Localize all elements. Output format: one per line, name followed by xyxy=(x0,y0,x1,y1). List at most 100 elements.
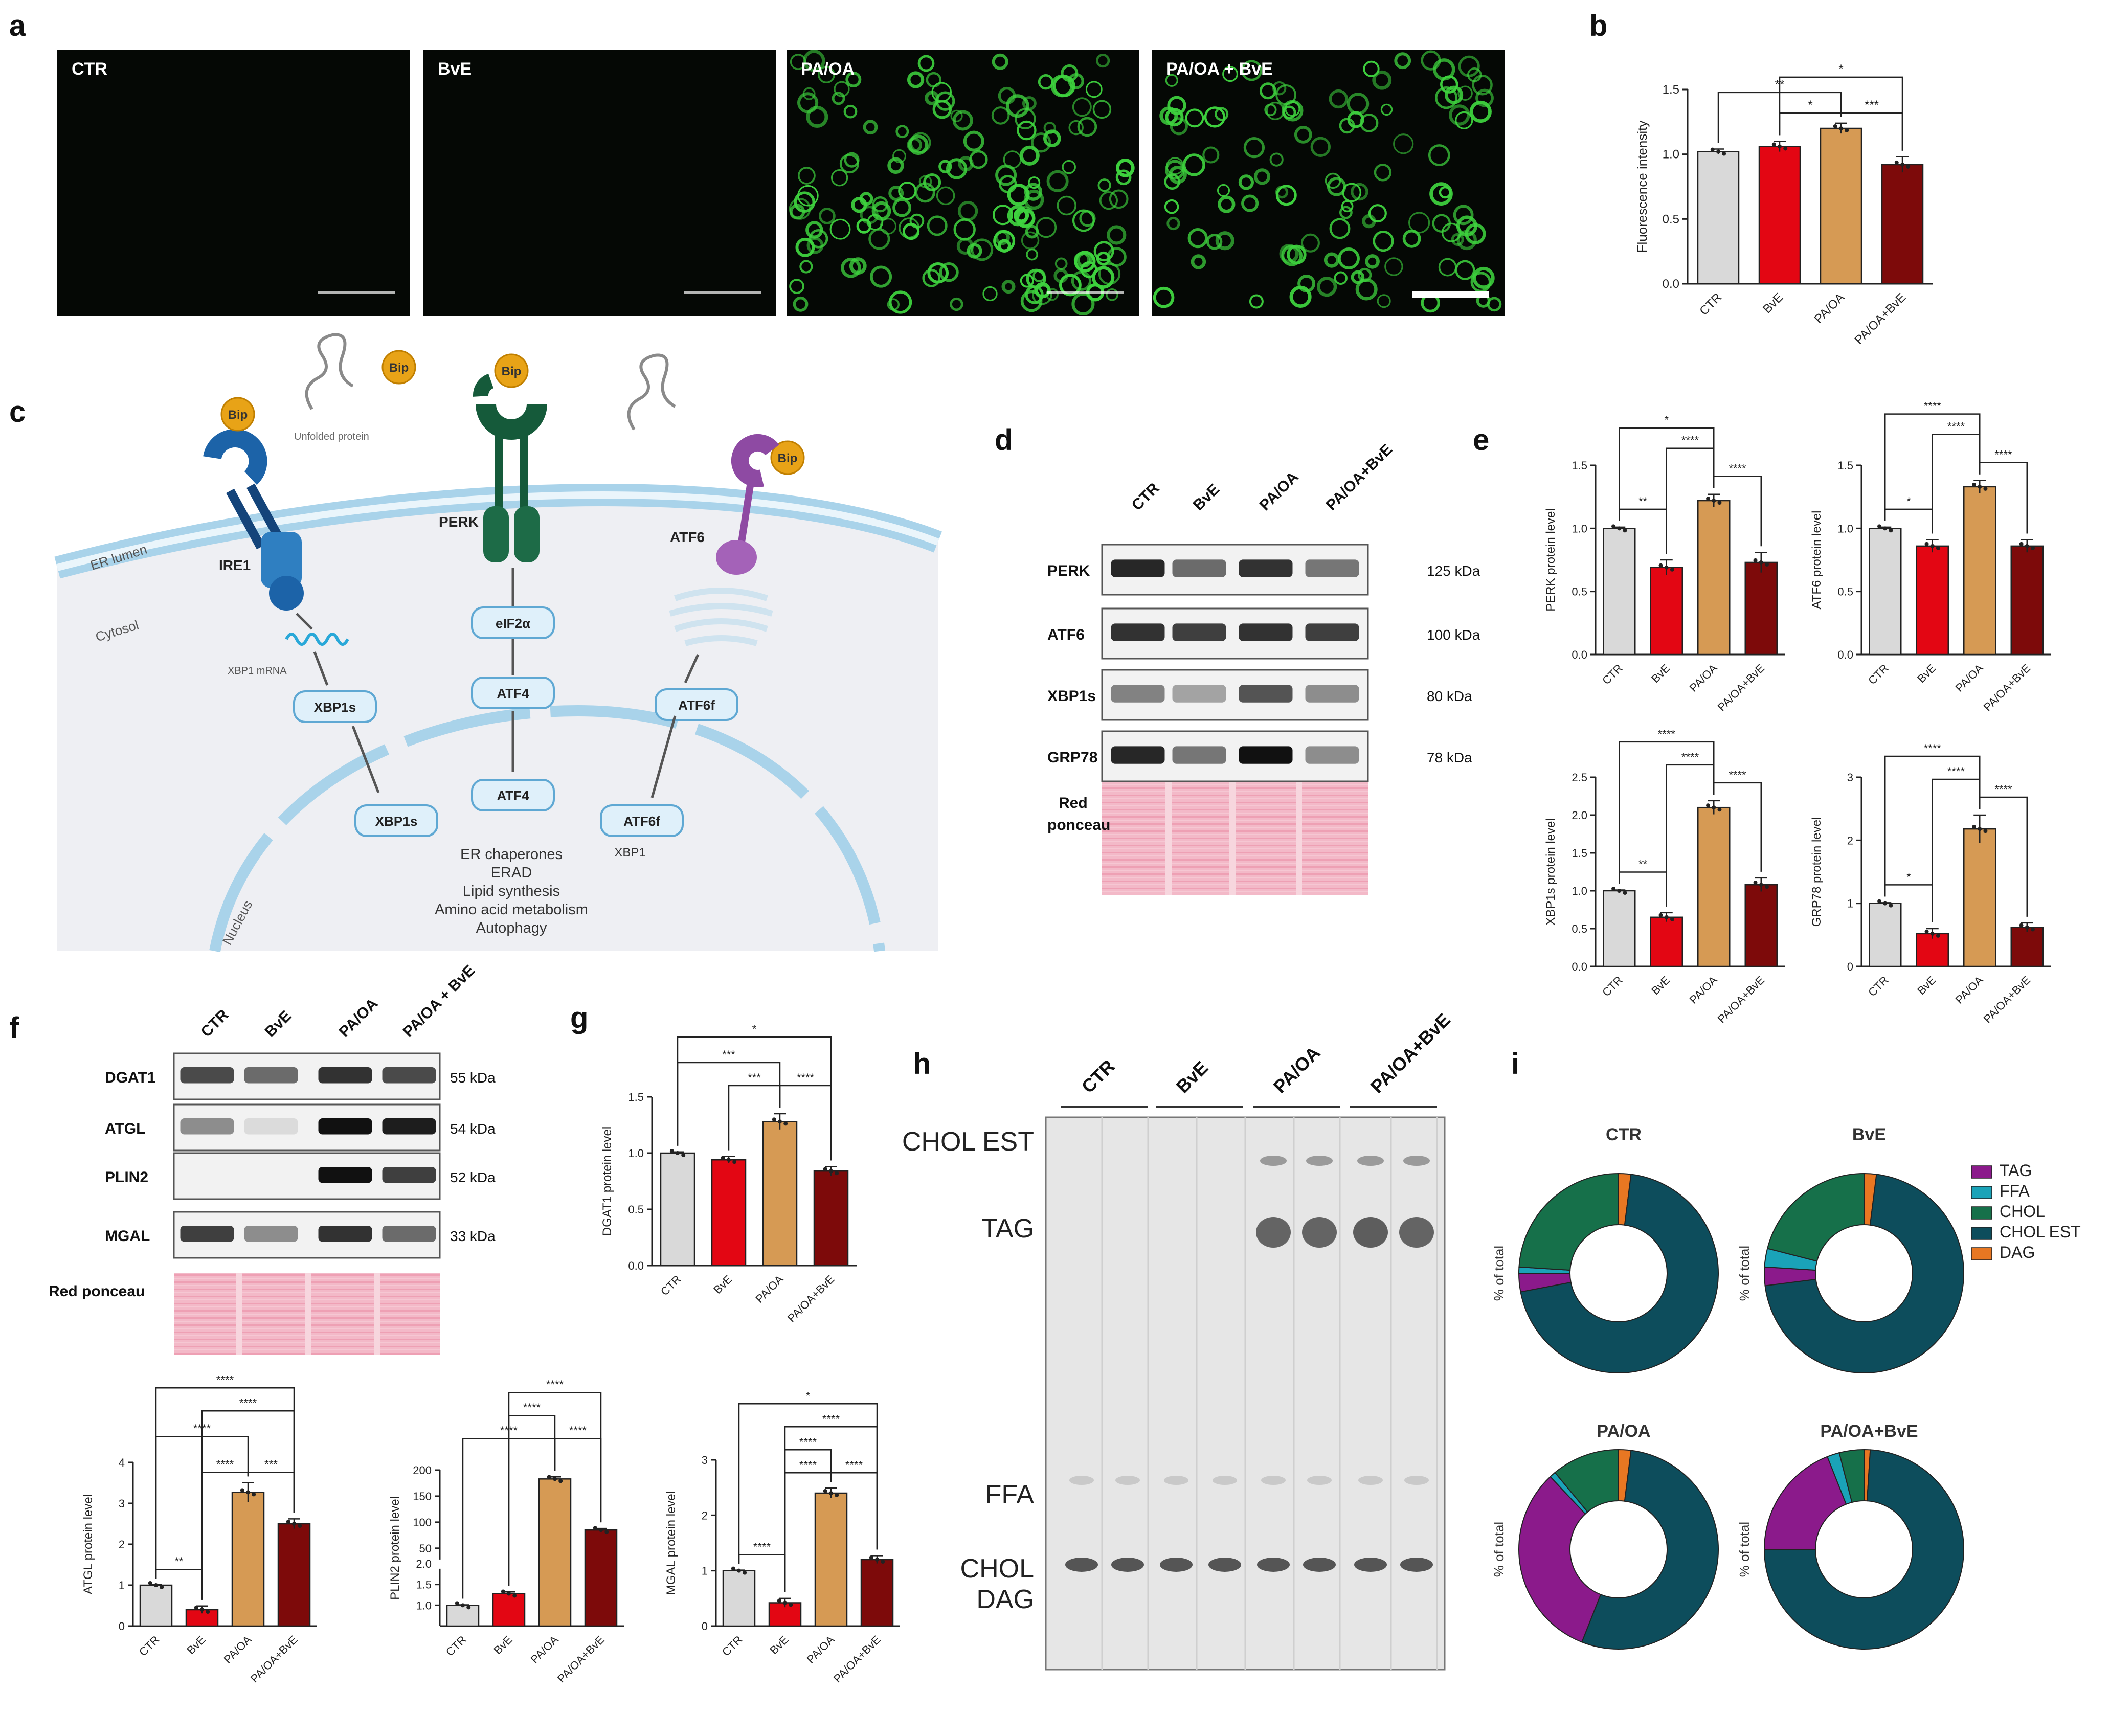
y-tick-label: 0.0 xyxy=(1663,277,1679,291)
cell-fluorescence xyxy=(1458,55,1480,77)
er-membrane-inner xyxy=(56,491,939,571)
cell-fluorescence xyxy=(1043,129,1061,148)
bar xyxy=(1603,890,1636,967)
y-tick-label: 2.5 xyxy=(1572,771,1587,784)
y-tick-label: 3 xyxy=(702,1454,708,1467)
nuclear-envelope xyxy=(209,705,885,953)
significance-label: **** xyxy=(1729,769,1746,781)
significance-bracket xyxy=(677,1036,832,1161)
panel-letter-f: f xyxy=(9,1011,19,1045)
protein-band xyxy=(1172,746,1226,764)
cell-fluorescence xyxy=(1465,223,1486,244)
y-tick-label: 1.5 xyxy=(1663,83,1679,97)
data-point xyxy=(240,1488,244,1493)
data-point xyxy=(1983,486,1988,491)
cell-fluorescence xyxy=(1107,225,1127,245)
data-point xyxy=(599,1528,603,1532)
microscopy-image: PA/OA xyxy=(787,50,1139,316)
donut-title: BvE xyxy=(1852,1125,1886,1144)
axis-break xyxy=(434,1559,628,1569)
y-axis-label: Fluorescence intensity xyxy=(1634,121,1650,253)
cell-fluorescence xyxy=(1077,117,1097,137)
data-point xyxy=(512,1593,517,1598)
bar xyxy=(660,1152,695,1267)
cell-fluorescence xyxy=(1269,152,1284,167)
cell-fluorescence xyxy=(1166,216,1180,231)
donut-title: PA/OA+BvE xyxy=(1820,1422,1918,1441)
x-tick-label: PA/OA+BvE xyxy=(1981,662,2033,714)
data-point xyxy=(252,1492,256,1497)
cell-fluorescence xyxy=(1169,165,1187,184)
atf6-label: ATF6 xyxy=(670,529,705,545)
data-point xyxy=(1839,126,1843,130)
data-point xyxy=(721,1156,725,1160)
target-gene-label: Lipid synthesis xyxy=(463,883,560,899)
data-point xyxy=(200,1608,204,1612)
y-tick-label: 0.5 xyxy=(1663,212,1679,226)
data-point xyxy=(1712,805,1716,810)
cell-fluorescence xyxy=(1339,118,1355,134)
y-tick-label: 1 xyxy=(1847,897,1853,910)
target-gene-label: Amino acid metabolism xyxy=(435,901,588,918)
data-point xyxy=(1611,524,1616,529)
data-point xyxy=(1706,803,1711,808)
y-axis-label: DGAT1 protein level xyxy=(600,1126,614,1236)
node-label: ATF6f xyxy=(623,814,660,829)
cell-fluorescence xyxy=(1435,86,1458,109)
data-point xyxy=(1759,560,1763,565)
y-tick-label: 0.0 xyxy=(1572,960,1587,973)
data-point xyxy=(553,1477,557,1481)
x-tick-label: PA/OA+BvE xyxy=(831,1633,883,1685)
bar xyxy=(1916,933,1949,967)
target-gene-label: ERAD xyxy=(491,865,532,881)
bar xyxy=(492,1593,526,1627)
data-point xyxy=(1716,149,1720,154)
cell-fluorescence xyxy=(887,298,900,311)
chol-band xyxy=(1354,1558,1387,1572)
cell-fluorescence xyxy=(1003,150,1022,169)
data-point xyxy=(1845,128,1849,132)
cell-fluorescence xyxy=(1457,85,1473,101)
data-point xyxy=(1889,528,1893,533)
cell-fluorescence xyxy=(868,228,890,250)
data-point xyxy=(2025,925,2029,930)
cell-fluorescence xyxy=(793,296,809,312)
legend-label: CHOL xyxy=(2000,1202,2045,1221)
lane-label: PA/OA xyxy=(336,995,381,1041)
pathway-arrows xyxy=(296,568,700,798)
cell-fluorescence xyxy=(789,279,804,294)
unfolded-protein-label: Unfolded protein xyxy=(294,431,369,442)
upr-node: XBP1s xyxy=(354,804,438,837)
data-point xyxy=(558,1479,563,1483)
y-tick-label: 1.5 xyxy=(1572,847,1587,860)
protein-label: ATGL xyxy=(105,1120,145,1137)
ponceau-label: Red ponceau xyxy=(49,1283,145,1300)
y-tick-label: 0.5 xyxy=(1572,922,1587,935)
data-point xyxy=(835,1171,839,1176)
cell-fluorescence xyxy=(1339,206,1353,219)
cell-fluorescence xyxy=(819,207,836,224)
unfolded-protein-icon xyxy=(305,333,354,410)
data-point xyxy=(1936,546,1940,550)
significance-label: **** xyxy=(569,1424,587,1437)
significance-label: **** xyxy=(239,1396,257,1409)
donut-axis-label: % of total xyxy=(1737,1522,1752,1577)
x-tick-label: CTR xyxy=(1866,974,1891,999)
lane-label: PA/OA xyxy=(1269,1042,1325,1097)
cell-fluorescence xyxy=(797,92,819,114)
cell-fluorescence xyxy=(1300,233,1320,253)
donut-slice xyxy=(1764,1174,1964,1373)
significance-label: * xyxy=(1808,98,1812,112)
bar xyxy=(1963,486,1996,656)
bar xyxy=(538,1478,572,1627)
protein-label: DGAT1 xyxy=(105,1069,155,1086)
bar xyxy=(860,1559,894,1627)
protein-band xyxy=(244,1226,298,1242)
ire1-label: IRE1 xyxy=(219,557,251,573)
data-point xyxy=(1877,899,1882,904)
node-label: eIF2α xyxy=(496,616,530,631)
data-point xyxy=(681,1153,686,1157)
